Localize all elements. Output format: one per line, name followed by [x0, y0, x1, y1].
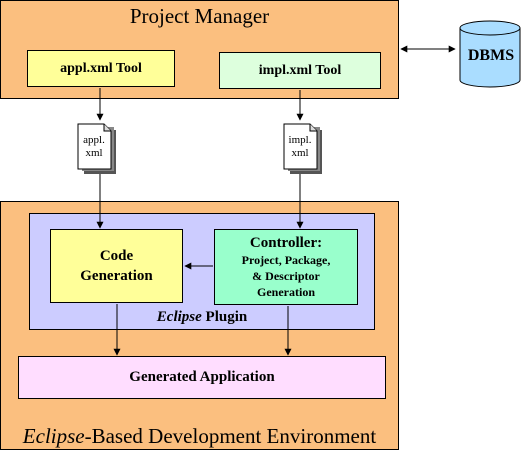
controller-line2: & Descriptor	[252, 269, 320, 283]
impl-doc-label: impl. xml	[285, 134, 315, 160]
impl-xml-document-icon	[283, 123, 322, 174]
code-generation-line1: Code	[99, 248, 134, 264]
code-generation-box: Code Generation	[50, 229, 183, 303]
impl-doc-label-line2: xml	[291, 147, 309, 159]
code-generation-line2: Generation	[80, 268, 153, 284]
appl-xml-tool-box: appl.xml Tool	[27, 50, 175, 87]
impl-xml-tool-box: impl.xml Tool	[219, 52, 381, 89]
controller-line1: Project, Package,	[241, 253, 331, 267]
eclipse-dev-env-title: Eclipse-Based Development Environment	[0, 424, 399, 449]
database-icon	[459, 20, 521, 88]
appl-doc-label-line1: appl.	[83, 134, 105, 146]
plugin-label-rest: Plugin	[201, 309, 248, 325]
env-title-italic: Eclipse	[22, 424, 85, 448]
eclipse-plugin-label: Eclipse Plugin	[29, 309, 375, 326]
impl-doc-label-line1: impl.	[288, 134, 312, 146]
env-title-rest: -Based Development Environment	[84, 424, 377, 448]
controller-box: Controller: Project, Package, & Descript…	[214, 229, 358, 305]
controller-line3: Generation	[257, 285, 315, 299]
plugin-label-italic: Eclipse	[156, 309, 202, 325]
dbms-label: DBMS	[467, 47, 515, 64]
appl-doc-label: appl. xml	[79, 134, 109, 160]
appl-doc-label-line2: xml	[85, 147, 103, 159]
appl-xml-document-icon	[77, 123, 116, 174]
generated-application-box: Generated Application	[18, 356, 386, 399]
controller-title: Controller:	[249, 235, 323, 251]
project-manager-title: Project Manager	[129, 4, 270, 28]
